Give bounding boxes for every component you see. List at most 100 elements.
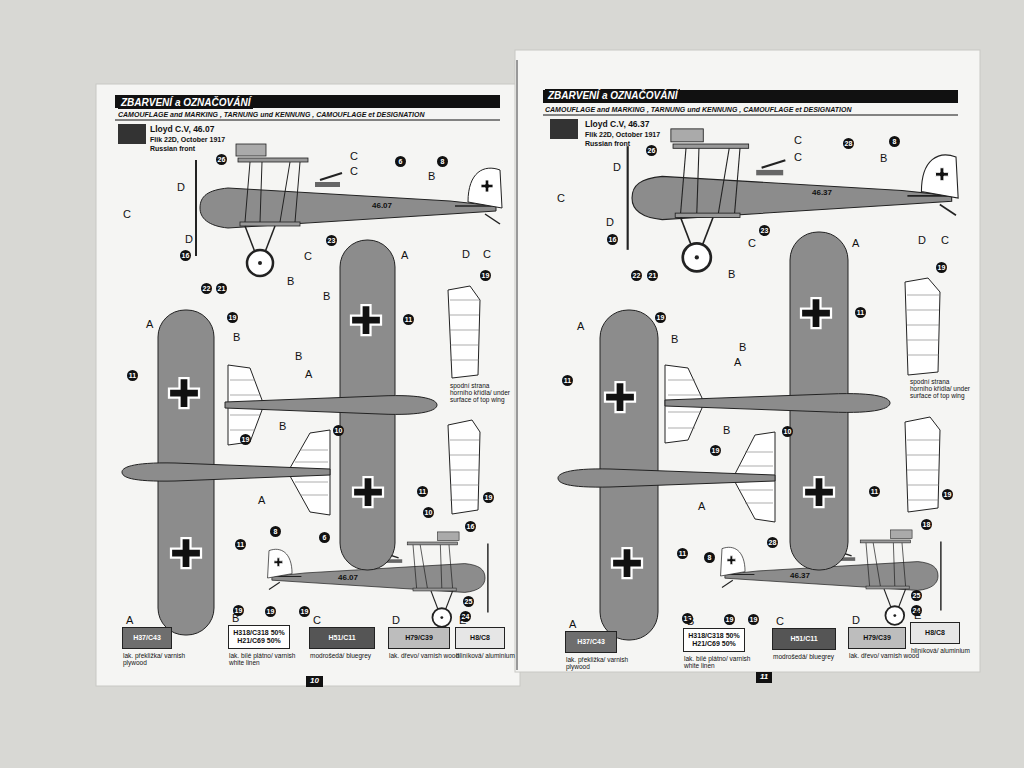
colour-letter: C xyxy=(482,248,492,260)
callout-number: 23 xyxy=(326,235,337,246)
page-number: 11 xyxy=(756,672,772,683)
colour-letter: C xyxy=(776,615,784,627)
paint-caption: modrošedá/ bluegrey xyxy=(310,652,382,659)
callout-number: 8 xyxy=(270,526,281,537)
aircraft-subtitle: Flik 22D, October 1917 xyxy=(150,136,225,144)
callout-number: 25 xyxy=(463,596,474,607)
colour-letter: B xyxy=(322,290,331,302)
colour-letter: A xyxy=(569,618,576,630)
callout-number: 22 xyxy=(631,270,642,281)
section-heading: ZBARVENÍ a OZNAČOVÁNÍ xyxy=(118,96,253,109)
colour-letter: A xyxy=(576,320,585,332)
paint-swatch: EH8/C8hliníková/ aluminium xyxy=(455,627,505,649)
colour-letter: A xyxy=(126,614,133,626)
colour-letter: C xyxy=(793,134,803,146)
paint-caption: lak. dřevo/ varnish wood xyxy=(849,652,921,659)
aircraft-title: Lloyd C.V, 46.37 xyxy=(585,120,649,129)
paint-swatch: AH37/C43lak. překližka/ varnish plywood xyxy=(565,631,617,653)
colour-letter: D xyxy=(612,161,622,173)
paint-swatch: AH37/C43lak. překližka/ varnish plywood xyxy=(122,627,172,649)
callout-number: 16 xyxy=(465,521,476,532)
colour-letter: C xyxy=(940,234,950,246)
callout-number: 19 xyxy=(299,606,310,617)
callout-number: 11 xyxy=(855,307,866,318)
callout-number: 11 xyxy=(562,375,573,386)
colour-letter: C xyxy=(556,192,566,204)
callout-number: 11 xyxy=(235,539,246,550)
serial-marking: 46.07 xyxy=(372,202,392,211)
colour-letter: B xyxy=(278,420,287,432)
serial-marking: 46.37 xyxy=(812,189,832,198)
callout-number: 25 xyxy=(911,590,922,601)
callout-number: 26 xyxy=(646,145,657,156)
callout-number: 11 xyxy=(403,314,414,325)
colour-letter: A xyxy=(733,356,742,368)
paint-caption: lak. překližka/ varnish plywood xyxy=(566,656,638,671)
colour-letter: D xyxy=(176,181,186,193)
colour-letter: C xyxy=(747,237,757,249)
paint-code: H318/C318 50% H21/C69 50% xyxy=(684,630,744,650)
paint-caption: lak. překližka/ varnish plywood xyxy=(123,652,195,667)
page-number: 10 xyxy=(306,676,323,687)
callout-number: 19 xyxy=(710,445,721,456)
paint-swatch: DH79/C39lak. dřevo/ varnish wood xyxy=(388,627,450,649)
paint-code: H51/C11 xyxy=(310,632,374,644)
callout-number: 19 xyxy=(942,489,953,500)
callout-number: 11 xyxy=(677,548,688,559)
callout-number: 10 xyxy=(782,426,793,437)
colour-letter: A xyxy=(145,318,154,330)
paint-caption: hliníková/ aluminium xyxy=(456,652,528,659)
colour-letter: C xyxy=(313,614,321,626)
callout-number: 6 xyxy=(319,532,330,543)
colour-letter: D xyxy=(852,614,860,626)
callout-number: 19 xyxy=(748,614,759,625)
callout-number: 11 xyxy=(127,370,138,381)
colour-letter: B xyxy=(879,152,888,164)
callout-number: 19 xyxy=(480,270,491,281)
paint-code: H318/C318 50% H21/C69 50% xyxy=(229,627,289,647)
callout-number: 6 xyxy=(395,156,406,167)
callout-number: 8 xyxy=(889,136,900,147)
callout-number: 19 xyxy=(724,614,735,625)
colour-letter: D xyxy=(184,233,194,245)
paint-swatch: EH8/C8hliníková/ aluminium xyxy=(910,622,960,644)
paint-swatch: CH51/C11modrošedá/ bluegrey xyxy=(772,628,836,650)
colour-letter: B xyxy=(722,424,731,436)
paint-caption: hliníková/ aluminium xyxy=(911,647,983,654)
callout-number: 22 xyxy=(201,283,212,294)
colour-letter: B xyxy=(232,331,241,343)
section-heading: ZBARVENÍ a OZNAČOVÁNÍ xyxy=(545,89,680,102)
colour-letter: A xyxy=(697,500,706,512)
view-note: spodní strana horního křídla/ under surf… xyxy=(910,378,972,399)
serial-marking: 46.07 xyxy=(338,574,358,583)
aircraft-subtitle: Russian front xyxy=(585,140,630,148)
view-note: spodní strana horního křídla/ under surf… xyxy=(450,382,512,403)
colour-letter: B xyxy=(670,333,679,345)
paint-code: H79/C39 xyxy=(389,632,449,644)
callout-number: 28 xyxy=(767,537,778,548)
colour-letter: E xyxy=(459,614,466,626)
paint-caption: lak. bílé plátno/ varnish white linen xyxy=(684,655,756,670)
callout-number: 23 xyxy=(759,225,770,236)
section-subheading: CAMOUFLAGE and MARKING , TARNUNG und KEN… xyxy=(118,111,425,119)
colour-letter: C xyxy=(793,151,803,163)
callout-number: 21 xyxy=(647,270,658,281)
paint-swatch: BH318/C318 50% H21/C69 50%lak. bílé plát… xyxy=(228,625,290,649)
colour-letter: B xyxy=(687,615,694,627)
paint-swatch: BH318/C318 50% H21/C69 50%lak. bílé plát… xyxy=(683,628,745,652)
colour-letter: B xyxy=(286,275,295,287)
colour-letter: D xyxy=(917,234,927,246)
callout-number: 11 xyxy=(869,486,880,497)
callout-number: 10 xyxy=(423,507,434,518)
section-subheading: CAMOUFLAGE and MARKING , TARNUNG und KEN… xyxy=(545,106,852,114)
callout-number: 16 xyxy=(607,234,618,245)
paint-swatch: DH79/C39lak. dřevo/ varnish wood xyxy=(848,627,906,649)
colour-letter: B xyxy=(738,341,747,353)
colour-letter: C xyxy=(349,165,359,177)
colour-letter: D xyxy=(605,216,615,228)
paint-code: H8/C8 xyxy=(456,632,504,644)
callout-number: 19 xyxy=(936,262,947,273)
colour-letter: C xyxy=(349,150,359,162)
paint-caption: lak. bílé plátno/ varnish white linen xyxy=(229,652,301,667)
